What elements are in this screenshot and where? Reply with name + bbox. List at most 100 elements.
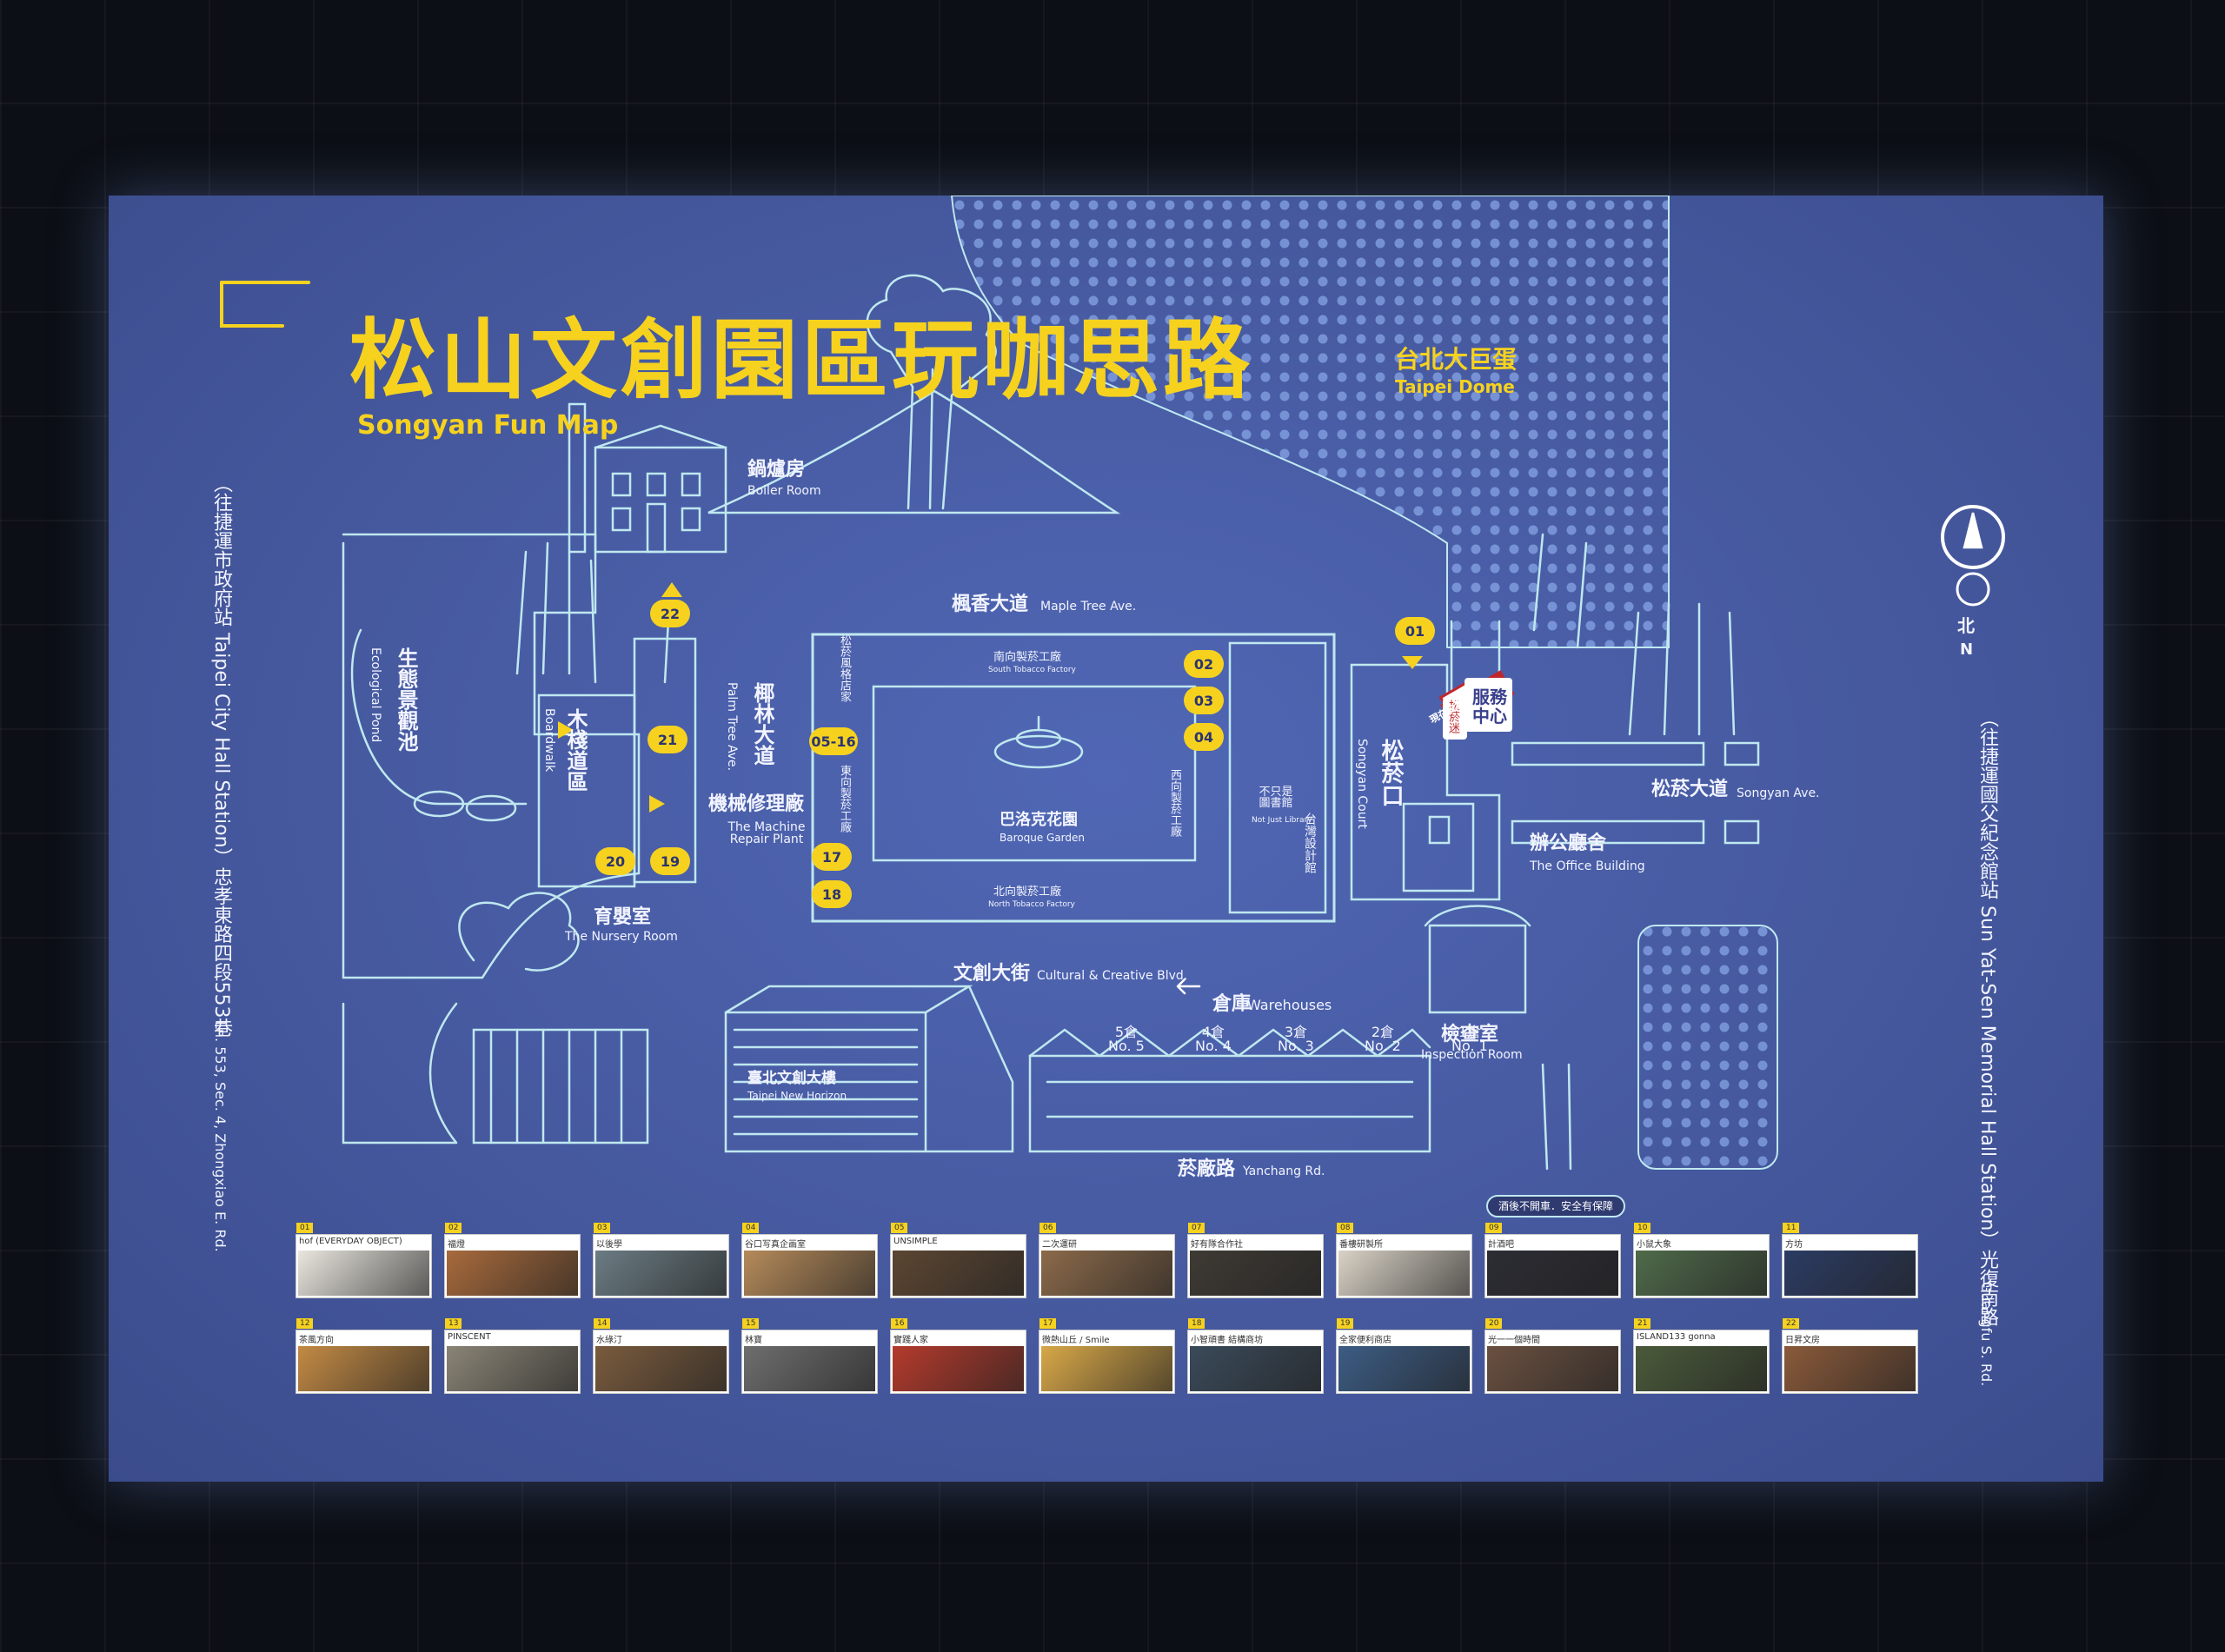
badge-19[interactable]: 19 (650, 847, 690, 875)
shop-photo (1041, 1251, 1172, 1296)
badge-18[interactable]: 18 (812, 880, 852, 908)
badge-20[interactable]: 20 (595, 847, 635, 875)
shop-name: 小鼠大象 (1637, 1240, 1671, 1250)
shop-number: 01 (296, 1223, 314, 1233)
shop-name: 林寶 (745, 1336, 762, 1345)
shop-card[interactable]: 07 好有隊合作社 (1187, 1223, 1324, 1298)
compass (1941, 505, 2005, 569)
right-road-label-en: Guangfu S. Rd. (1978, 1282, 1995, 1387)
baroque-label-zh: 巴洛克花園 (1000, 811, 1078, 829)
shop-name: ISLAND133 gonna (1637, 1332, 1716, 1342)
office-label-zh: 辦公廳舍 (1530, 833, 1607, 854)
shop-name: 番樓研製所 (1339, 1240, 1383, 1250)
baroque-label-en: Baroque Garden (1000, 832, 1085, 844)
dome-label-zh: 台北大巨蛋 (1395, 345, 1518, 374)
big-tree (866, 274, 997, 510)
court-label-en: Songyan Court (1355, 739, 1369, 829)
shop-photo (1041, 1346, 1172, 1391)
page-subtitle: Songyan Fun Map (357, 410, 619, 441)
service-sub-label: 松菸迷 (1446, 700, 1459, 733)
shop-photo (1784, 1346, 1916, 1391)
blvd-label-en: Cultural & Creative Blvd. (1037, 969, 1188, 983)
horizon-label-en: Taipei New Horizon (747, 1090, 847, 1102)
shop-number: 07 (1188, 1223, 1205, 1233)
ecological-pond (342, 533, 641, 979)
right-road-label-zh: （往捷運國父紀念館站 Sun Yat-Sen Memorial Hall Sta… (1976, 708, 1998, 1327)
yanchang-label-en: Yanchang Rd. (1243, 1164, 1325, 1178)
shop-number: 12 (296, 1318, 314, 1329)
compass-north-en: N (1960, 640, 1974, 659)
shop-card[interactable]: 20 光一一個時間 (1484, 1318, 1621, 1394)
badge-03[interactable]: 03 (1184, 687, 1224, 714)
mountain (707, 389, 1121, 514)
badge-04[interactable]: 04 (1184, 723, 1224, 751)
boiler-label-zh: 鍋爐房 (747, 459, 806, 481)
warehouses (1028, 1054, 1431, 1153)
shop-name: 谷口写真企画室 (745, 1240, 806, 1250)
badge-02[interactable]: 02 (1184, 650, 1224, 678)
shop-photo (744, 1251, 875, 1296)
shop-number: 09 (1485, 1223, 1503, 1233)
dome-label-en: Taipei Dome (1395, 376, 1515, 397)
shop-name: UNSIMPLE (893, 1237, 938, 1246)
shop-number: 02 (445, 1223, 462, 1233)
shop-photo (1636, 1346, 1767, 1391)
blvd-label-zh: 文創大街 (953, 963, 1031, 985)
nursery-label-en: The Nursery Room (565, 930, 678, 944)
inspection-room (1428, 924, 1527, 1014)
taipei-new-horizon (724, 985, 1014, 1153)
warehouse-label-en: Warehouses (1247, 997, 1332, 1013)
badge-22[interactable]: 22 (650, 600, 690, 627)
north-factory-zh: 北向製菸工廠 (993, 886, 1062, 899)
pond-label-en: Ecological Pond (369, 647, 382, 743)
shop-name: 光一一個時間 (1488, 1336, 1540, 1345)
shop-number: 06 (1039, 1223, 1057, 1233)
shop-name: 微熱山丘 / Smile (1042, 1336, 1110, 1345)
badge-17[interactable]: 17 (812, 843, 852, 871)
map-board: 松山文創園區玩咖思路 Songyan Fun Map 台北大巨蛋 Taipei … (109, 196, 2103, 1482)
shop-photo (744, 1346, 875, 1391)
badge-01[interactable]: 01 (1395, 617, 1435, 645)
badge-05-16[interactable]: 05-16 (809, 727, 858, 755)
shop-name: 二次運研 (1042, 1240, 1077, 1250)
boiler-label-en: Boiler Room (747, 484, 821, 498)
boardwalk-label-zh: 木棧道區 (563, 708, 588, 792)
shop-name: 日昇文房 (1785, 1336, 1820, 1345)
north-factory-en: North Tobacco Factory (988, 900, 1075, 909)
shop-card[interactable]: 06 二次運研 (1039, 1223, 1175, 1298)
shop-number: 20 (1485, 1318, 1503, 1329)
shop-name: 好有隊合作社 (1191, 1240, 1243, 1250)
shop-number: 10 (1634, 1223, 1651, 1233)
shop-card[interactable]: 10 小鼠大象 (1633, 1223, 1770, 1298)
shop-name: 茶風方向 (299, 1336, 334, 1345)
shop-name: 小智頑書 結構商坊 (1191, 1336, 1264, 1345)
east-factory-zh: 東向製菸工廠 (838, 765, 851, 833)
badge-21[interactable]: 21 (648, 726, 687, 753)
shop-photo (893, 1251, 1024, 1296)
shop-card[interactable]: 12 茶風方向 (296, 1318, 432, 1394)
shop-name: 實踐人家 (893, 1336, 928, 1345)
shop-photo (595, 1346, 727, 1391)
south-factory-en: South Tobacco Factory (988, 666, 1076, 674)
tobacco-factory (811, 633, 1336, 923)
